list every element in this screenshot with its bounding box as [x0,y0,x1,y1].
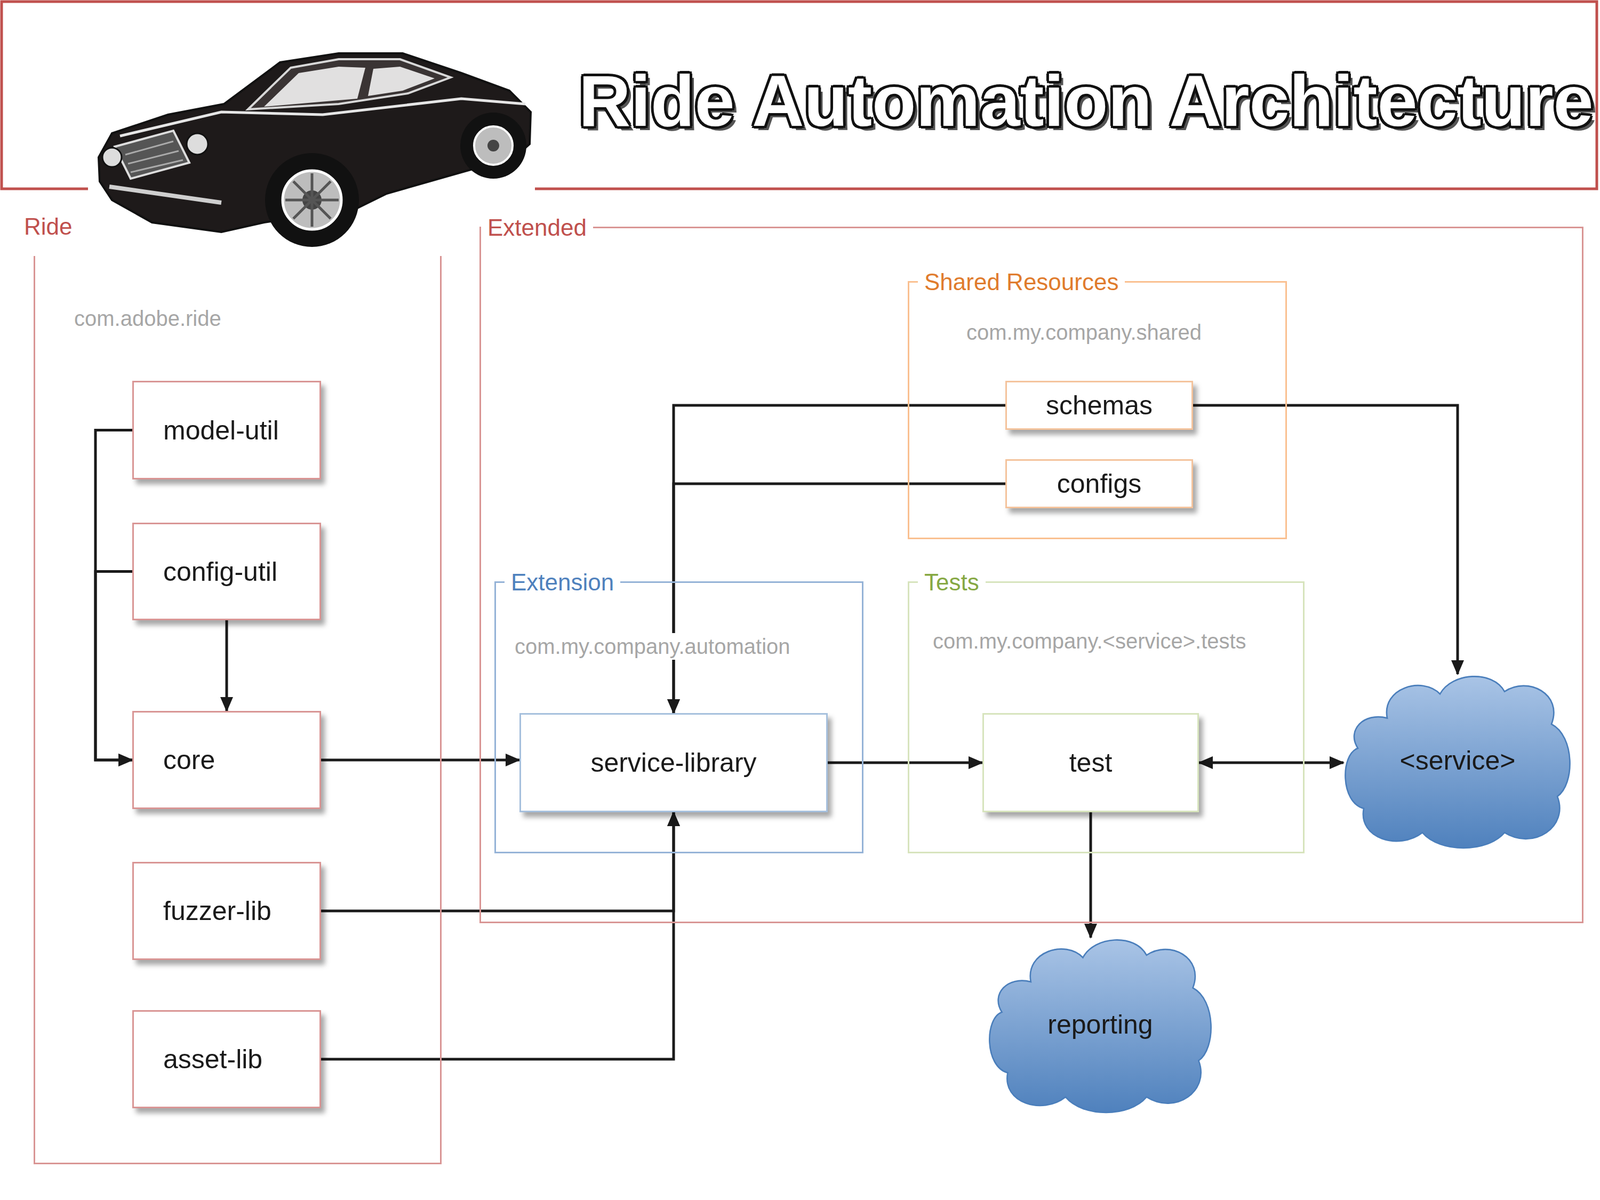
connector-arrow [321,758,520,762]
box-label: configs [1057,467,1142,500]
page-title: Ride Automation Architecture [578,50,1594,152]
connector-arrow [1198,761,1344,765]
cloud-label: <service> [1400,744,1516,777]
connector-arrow [673,483,1006,714]
service-cloud: <service> [1340,669,1575,851]
library-box: service-library [519,713,828,813]
car-illustration [98,53,531,247]
box-label: model-util [163,414,279,447]
module-box: config-util [132,522,322,621]
box-label: config-util [163,555,278,588]
connector-arrow [321,812,674,911]
box-label: asset-lib [163,1043,263,1076]
module-box: model-util [132,380,322,480]
box-label: schemas [1045,389,1153,422]
group-heading: Extension [504,568,621,597]
resource-box: configs [1005,459,1194,509]
package-name: com.my.company.shared [963,318,1205,346]
group-heading: Shared Resources [917,267,1125,297]
package-group: Testscom.my.company.<service>.teststest [907,581,1305,854]
reporting-cloud: reporting [984,933,1216,1116]
box-label: test [1069,746,1113,779]
group-heading: Extended [481,213,594,243]
package-name: com.my.company.<service>.tests [929,627,1250,655]
connector-arrow [1089,812,1093,938]
module-box: fuzzer-lib [132,861,322,960]
package-group: Extensioncom.my.company.automationservic… [494,581,864,854]
test-box: test [982,713,1199,813]
package-name: com.adobe.ride [70,305,225,332]
box-label: fuzzer-lib [163,894,272,927]
connector-arrow [321,812,674,1060]
cloud-label: reporting [1047,1008,1153,1041]
resource-box: schemas [1005,380,1194,430]
connector-arrow [95,430,133,761]
module-box: core [132,710,322,810]
connector-arrow [827,761,983,765]
connector-arrow [225,620,229,711]
connector-arrow [673,405,1006,714]
group-heading: Ride [17,212,79,242]
module-box: asset-lib [132,1010,322,1109]
package-name: com.my.company.automation [511,633,794,660]
box-label: service-library [590,746,757,779]
connector-arrow [95,571,133,761]
box-label: core [163,744,215,776]
group-heading: Tests [917,568,986,597]
package-region: Ridecom.adobe.ridemodel-utilconfig-utilc… [33,256,442,1165]
package-group: Shared Resourcescom.my.company.sharedsch… [907,281,1287,540]
extended-region: ExtendedShared Resourcescom.my.company.s… [479,226,1584,924]
